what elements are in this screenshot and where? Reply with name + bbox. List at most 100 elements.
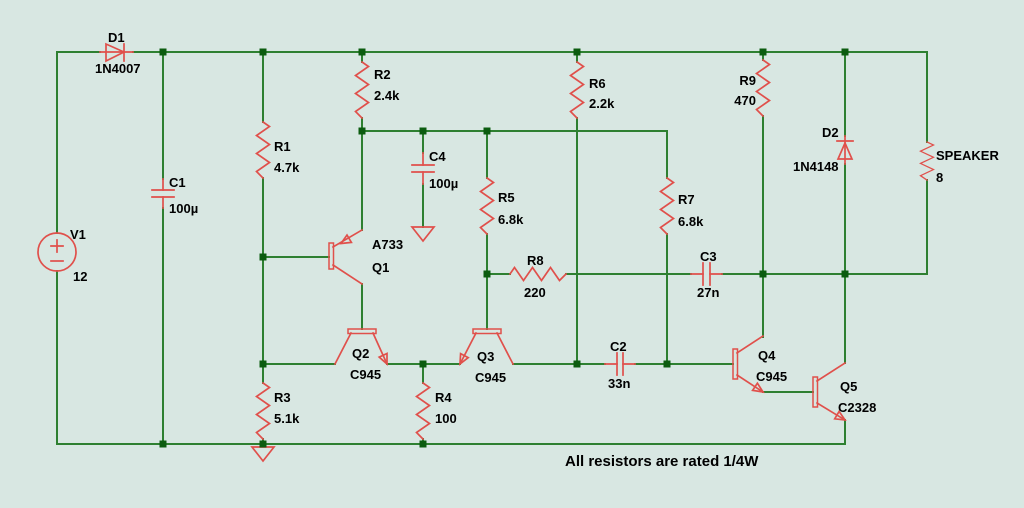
component-value-label: 470 <box>734 93 756 108</box>
diode-d2[interactable]: D2 1N4148 <box>793 125 854 174</box>
component-value-label: 100 <box>435 411 457 426</box>
resistor-r7[interactable]: R7 6.8k <box>659 177 705 235</box>
transistor-base-bar <box>472 328 502 335</box>
component-ref-label: R1 <box>274 139 291 154</box>
transistor-collector <box>331 263 364 286</box>
ground-icon <box>250 446 276 463</box>
component-value-label: C2328 <box>838 400 876 415</box>
component-ref-label: R2 <box>374 67 391 82</box>
capacitor-c1[interactable]: C1 100µ <box>151 175 198 216</box>
component-value-label: 33n <box>608 376 630 391</box>
resistor-r4[interactable]: R4 100 <box>415 382 457 440</box>
transistor-emitter <box>331 228 364 249</box>
resistor-r3[interactable]: R3 5.1k <box>255 382 301 440</box>
resistor-body <box>755 59 771 117</box>
transistor-emitter <box>735 373 765 394</box>
arrow-icon <box>833 409 847 422</box>
capacitor-c2[interactable]: C2 33n <box>604 339 636 391</box>
voltage-source-v1[interactable]: V1 12 <box>37 227 87 284</box>
transistor-emitter <box>458 331 478 366</box>
junction-dot <box>841 48 849 56</box>
plus-icon <box>50 239 64 253</box>
transistor-q1[interactable]: A733 Q1 <box>328 228 403 286</box>
component-value-label: 100µ <box>169 201 198 216</box>
component-ref-label: R3 <box>274 390 291 405</box>
resistor-r5[interactable]: R5 6.8k <box>479 177 525 235</box>
wires <box>56 51 928 445</box>
arrow-icon <box>339 233 353 245</box>
junction-dot <box>573 48 581 56</box>
resistor-r6[interactable]: R6 2.2k <box>569 61 616 119</box>
capacitor-c4[interactable]: C4 100µ <box>411 149 458 191</box>
transistor-q3[interactable]: Q3 C945 <box>458 328 515 385</box>
junction-dot <box>358 48 366 56</box>
resistor-r2[interactable]: R2 2.4k <box>354 61 401 119</box>
component-ref-label: D1 <box>108 30 125 45</box>
component-value-label: 4.7k <box>274 160 300 175</box>
resistor-body <box>255 382 271 440</box>
transistor-q5[interactable]: Q5 C2328 <box>812 361 876 422</box>
component-value-label: 220 <box>524 285 546 300</box>
ground-icon <box>410 226 436 243</box>
resistor-r1[interactable]: R1 4.7k <box>255 121 301 179</box>
transistor-q4[interactable]: Q4 C945 <box>732 334 787 394</box>
transistor-collector <box>333 331 353 366</box>
capacitor-plates <box>411 164 435 173</box>
junction-dot <box>259 360 267 368</box>
junction-dots <box>159 48 849 448</box>
component-ref-label: R9 <box>739 73 756 88</box>
component-ref-label: C3 <box>700 249 717 264</box>
capacitor-plates <box>616 352 624 376</box>
resistor-body <box>415 382 431 440</box>
diode-d1[interactable]: D1 1N4007 <box>95 30 141 76</box>
resistor-r9[interactable]: R9 470 <box>734 59 771 117</box>
component-value-label: 1N4148 <box>793 159 839 174</box>
component-ref-label: Q5 <box>840 379 857 394</box>
resistor-r8[interactable]: R8 220 <box>509 253 567 300</box>
junction-dot <box>841 270 849 278</box>
capacitor-c3[interactable]: C3 27n <box>690 249 723 300</box>
transistor-base-bar <box>347 328 377 335</box>
component-value-label: 5.1k <box>274 411 300 426</box>
component-value-label: C945 <box>756 369 787 384</box>
capacitor-plates <box>702 262 711 286</box>
transistor-emitter <box>371 331 389 366</box>
component-value-label: A733 <box>372 237 403 252</box>
arrow-icon <box>377 352 388 366</box>
diode-triangle <box>105 42 126 63</box>
component-ref-label: C1 <box>169 175 186 190</box>
junction-dot <box>663 360 671 368</box>
resistor-body <box>569 61 585 119</box>
component-value-label: 12 <box>73 269 87 284</box>
component-ref-label: R6 <box>589 76 606 91</box>
speaker[interactable]: SPEAKER 8 <box>919 141 1000 185</box>
voltage-source-circle <box>37 232 77 272</box>
junction-dot <box>358 127 366 135</box>
component-ref-label: R4 <box>435 390 452 405</box>
component-ref-label: V1 <box>70 227 86 242</box>
component-value-label: 1N4007 <box>95 61 141 76</box>
junction-dot <box>419 360 427 368</box>
arrow-icon <box>751 381 765 394</box>
resistor-body <box>255 121 271 179</box>
transistor-base-bar <box>812 376 819 408</box>
component-ref-label: Q2 <box>352 346 369 361</box>
transistor-collector <box>735 334 765 355</box>
resistor-body <box>659 177 675 235</box>
component-value-label: 27n <box>697 285 719 300</box>
junction-dot <box>259 440 267 448</box>
junction-dot <box>159 440 167 448</box>
component-ref-label: SPEAKER <box>936 148 999 163</box>
note-text: All resistors are rated 1/4W <box>565 453 759 470</box>
junction-dot <box>483 270 491 278</box>
resistor-body <box>509 266 567 282</box>
component-ref-label: D2 <box>822 125 839 140</box>
transistor-q2[interactable]: Q2 C945 <box>333 328 389 382</box>
transistor-collector <box>815 361 847 383</box>
junction-dot <box>159 48 167 56</box>
component-ref-label: R7 <box>678 192 695 207</box>
component-value-label: C945 <box>350 367 381 382</box>
junction-dot <box>259 253 267 261</box>
